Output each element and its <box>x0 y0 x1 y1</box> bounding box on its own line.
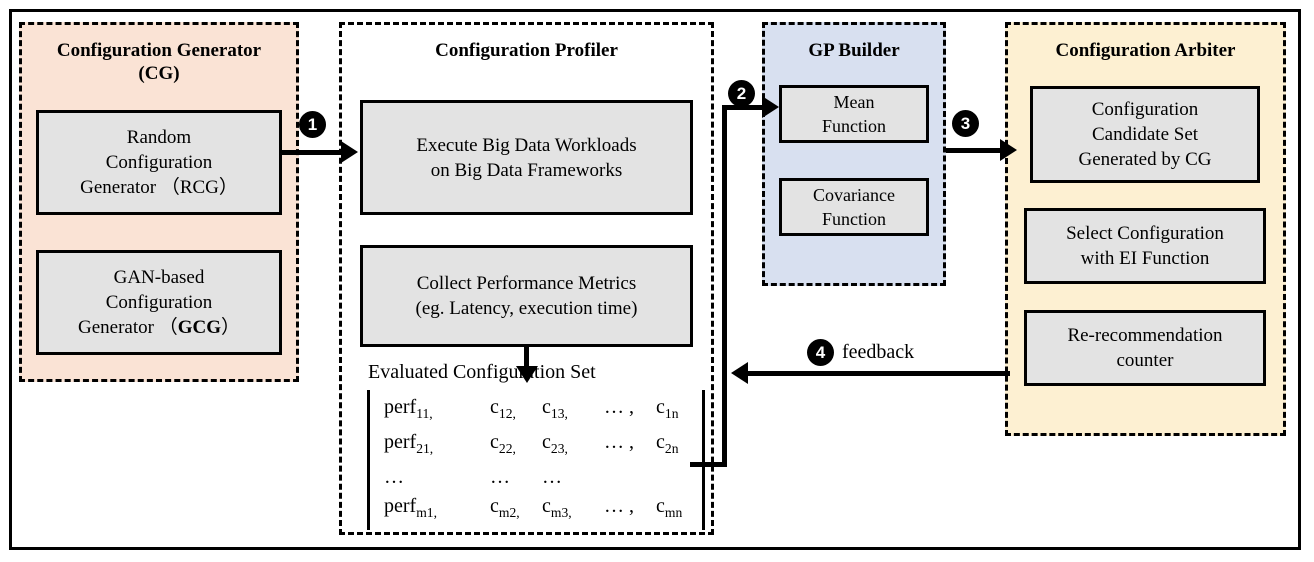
mean-line2: Function <box>821 116 886 136</box>
matrix-bracket-left <box>367 390 370 530</box>
execute-line1: Execute Big Data Workloads <box>416 134 637 156</box>
box-mean-function[interactable]: Mean Function <box>779 85 929 143</box>
rcg-line1: Random <box>126 127 192 148</box>
matrix-cell: cm3, <box>542 495 572 520</box>
recounter-line2: counter <box>1116 350 1174 371</box>
outer-frame <box>9 9 1301 550</box>
arrow-4-line <box>748 371 1010 376</box>
select-line1: Select Configuration <box>1066 223 1224 244</box>
matrix-cell: … <box>542 466 563 488</box>
matrix-cell: … , <box>604 495 634 517</box>
matrix-cell: cm2, <box>490 495 520 520</box>
cg-title-line2: (CG) <box>138 63 180 84</box>
candidate-line2: Candidate Set <box>1091 124 1199 145</box>
label-evaluated-configuration-set: Evaluated Configuration Set <box>368 361 596 383</box>
matrix-cell: c22, <box>490 431 516 456</box>
matrix-cell: perf11, <box>384 396 433 421</box>
arrow-1-head-icon <box>341 141 358 163</box>
gcg-line2: Configuration <box>105 292 213 313</box>
matrix-row: perf11, c12, c13, … , c1n <box>384 393 696 428</box>
candidate-line1: Configuration <box>1091 99 1199 120</box>
panel-title-configuration-profiler: Configuration Profiler <box>435 40 618 61</box>
matrix-cell: c13, <box>542 396 568 421</box>
box-execute-workloads[interactable]: Execute Big Data Workloads on Big Data F… <box>360 100 693 215</box>
box-gan-based-configuration-generator[interactable]: GAN-based Configuration Generator （GCG） <box>36 250 282 355</box>
label-feedback: feedback <box>842 341 915 363</box>
rcg-line2: Configuration <box>105 152 213 173</box>
arrow-4-head-icon <box>731 362 748 384</box>
box-random-configuration-generator[interactable]: Random Configuration Generator （RCG） <box>36 110 282 215</box>
collect-line2: (eg. Latency, execution time) <box>415 298 638 319</box>
arrow-collect-to-set-line <box>524 347 529 369</box>
recounter-line1: Re-recommendation <box>1067 325 1223 346</box>
matrix-cell: c12, <box>490 396 516 421</box>
box-select-configuration-ei[interactable]: Select Configuration with EI Function <box>1024 208 1266 284</box>
execute-line2: on Big Data Frameworks <box>430 159 623 181</box>
badge-step-3: 3 <box>952 110 979 137</box>
panel-title-configuration-arbiter: Configuration Arbiter <box>1055 40 1236 61</box>
matrix-cell: perf21, <box>384 431 434 456</box>
matrix-cell: … , <box>604 431 634 453</box>
box-covariance-function[interactable]: Covariance Function <box>779 178 929 236</box>
matrix-row: … … … <box>384 463 696 492</box>
arrow-2-head-icon <box>762 96 779 118</box>
arrow-collect-to-set-head-icon <box>516 366 538 383</box>
arrow-2-line <box>722 105 766 110</box>
arrow-3-line <box>946 148 1004 153</box>
badge-step-1: 1 <box>299 111 326 138</box>
badge-step-4: 4 <box>807 339 834 366</box>
matrix-cell: … <box>490 466 511 488</box>
mean-line1: Mean <box>833 92 875 112</box>
collect-line1: Collect Performance Metrics <box>416 273 637 294</box>
matrix-bracket-right <box>702 390 705 530</box>
panel-title-configuration-generator: Configuration Generator (CG) <box>22 39 296 85</box>
matrix-row: perfm1, cm2, cm3, … , cmn <box>384 492 696 527</box>
badge-step-2: 2 <box>728 80 755 107</box>
panel-title-gp-builder: GP Builder <box>808 40 900 61</box>
covariance-line1: Covariance <box>813 185 895 205</box>
cg-title-line1: Configuration Generator <box>56 40 262 61</box>
panel-gp-builder: GP Builder <box>762 22 946 286</box>
candidate-line3: Generated by CG <box>1078 149 1212 170</box>
box-re-recommendation-counter[interactable]: Re-recommendation counter <box>1024 310 1266 386</box>
arrow-3-head-icon <box>1000 139 1017 161</box>
arrow-1-line <box>282 150 344 155</box>
covariance-line2: Function <box>821 209 886 229</box>
matrix-cell: cmn <box>656 495 683 520</box>
matrix-cell: … <box>384 466 405 488</box>
matrix-row: perf21, c22, c23, … , c2n <box>384 428 696 463</box>
box-configuration-candidate-set[interactable]: Configuration Candidate Set Generated by… <box>1030 86 1260 183</box>
evaluated-configuration-matrix: perf11, c12, c13, … , c1n perf21, c22, c23, … , c… <box>367 390 705 530</box>
matrix-rows: perf11, c12, c13, … , c1n perf21, c22, c23, … , c… <box>370 390 702 530</box>
rcg-line3: Generator （RCG） <box>80 177 238 198</box>
matrix-cell: perfm1, <box>384 495 437 520</box>
arrow-2-vertical <box>722 105 727 467</box>
gcg-line1: GAN-based <box>113 267 205 288</box>
matrix-cell: c23, <box>542 431 568 456</box>
matrix-cell: c2n <box>656 431 679 456</box>
matrix-cell: c1n <box>656 396 679 421</box>
matrix-cell: … , <box>604 396 634 418</box>
gcg-line3: Generator （GCG） <box>77 317 240 338</box>
arrow-2-foot <box>690 462 727 467</box>
select-line2: with EI Function <box>1080 248 1210 269</box>
box-collect-performance-metrics[interactable]: Collect Performance Metrics (eg. Latency… <box>360 245 693 347</box>
